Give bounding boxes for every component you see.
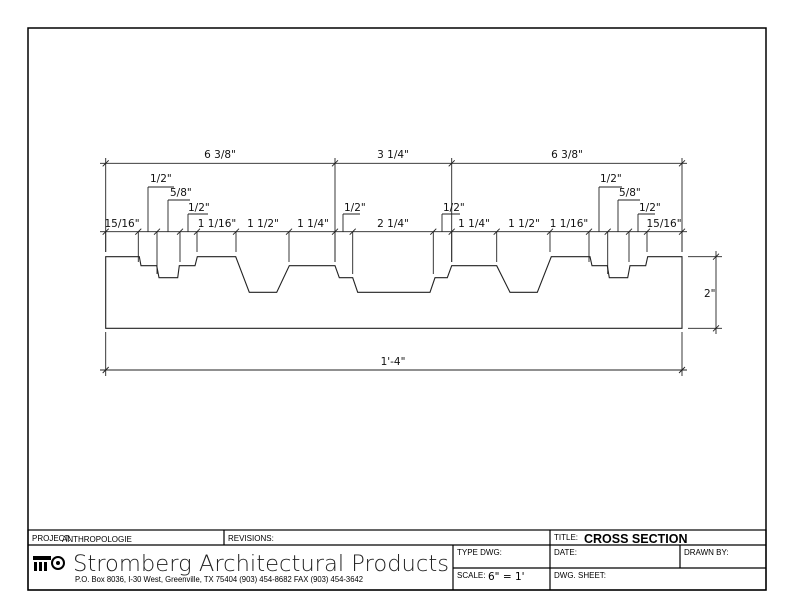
dim-row: 1 1/2" (508, 218, 540, 230)
dim-row: 1 1/4" (458, 218, 490, 230)
leader-label: 1/2" (443, 202, 465, 214)
scale-value: 6" = 1' (488, 571, 525, 583)
dimension-line (712, 253, 720, 261)
type-dwg-label: TYPE DWG: (457, 548, 502, 557)
date-label: DATE: (554, 548, 577, 557)
dim-row: 15/16" (104, 218, 139, 230)
sheet-border (27, 27, 767, 591)
title-label: TITLE: (554, 533, 578, 542)
company-address: P.O. Box 8036, I-30 West, Greenville, TX… (75, 575, 364, 584)
dim-row: 15/16" (646, 218, 681, 230)
title-block (27, 529, 767, 591)
dim-top-2: 3 1/4" (377, 149, 409, 161)
dwg-sheet-label: DWG. SHEET: (554, 571, 606, 580)
dim-row: 1 1/16" (550, 218, 588, 230)
leader-label: 5/8" (619, 187, 641, 199)
dim-top-1: 6 3/8" (204, 149, 236, 161)
dimension-line (678, 366, 686, 374)
scale-label: SCALE: (457, 571, 485, 580)
height-label: 2" (704, 288, 716, 300)
dim-row: 1 1/4" (297, 218, 329, 230)
leader-label: 5/8" (170, 187, 192, 199)
project-value: ANTHROPOLOGIE (62, 535, 132, 544)
dimension-line (712, 324, 720, 332)
drawn-by-label: DRAWN BY: (684, 548, 729, 557)
revisions-label: REVISIONS: (228, 534, 274, 543)
dim-row: 1 1/2" (247, 218, 279, 230)
leader-label: 1/2" (188, 202, 210, 214)
leader-label: 1/2" (600, 173, 622, 185)
dimension-line (102, 366, 110, 374)
dim-row: 2 1/4" (377, 218, 409, 230)
leader-label: 1/2" (639, 202, 661, 214)
company-name: Stromberg Architectural Products (73, 552, 449, 577)
cross-section-profile (105, 256, 683, 329)
leader-label: 1/2" (150, 173, 172, 185)
title-value: CROSS SECTION (584, 532, 688, 546)
project-label: PROJECT: (32, 534, 71, 543)
leader-label: 1/2" (344, 202, 366, 214)
dim-row: 1 1/16" (198, 218, 236, 230)
stromberg-logo (33, 556, 65, 571)
overall-width-label: 1'-4" (381, 356, 406, 368)
dim-top-3: 6 3/8" (551, 149, 583, 161)
dimension-lines (100, 158, 722, 376)
